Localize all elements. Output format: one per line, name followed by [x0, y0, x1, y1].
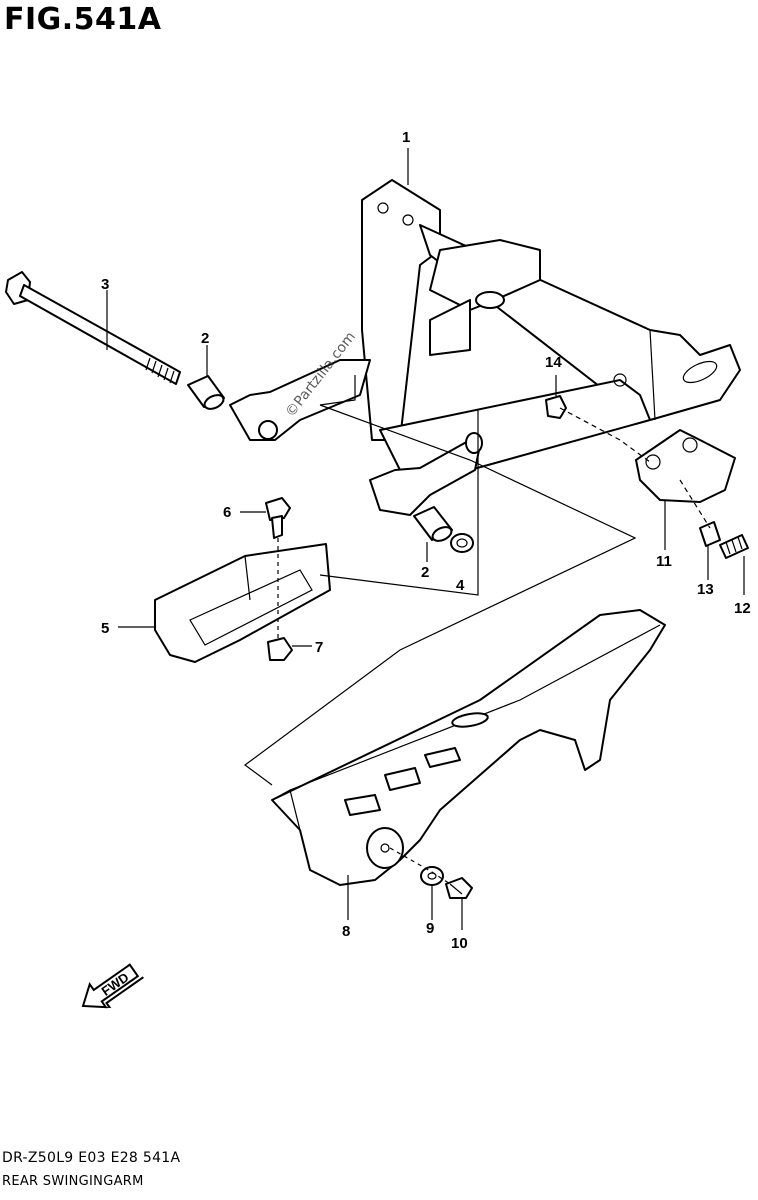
callout-6: 6	[223, 504, 231, 521]
leader-lines	[106, 148, 745, 930]
part-chain-buffer[interactable]	[154, 543, 331, 663]
callout-10: 10	[451, 935, 468, 952]
part-collar-13[interactable]	[699, 521, 721, 547]
part-bushing-lower[interactable]	[413, 506, 454, 544]
callout-3: 3	[101, 276, 109, 293]
callout-2-lower: 2	[421, 564, 429, 581]
callout-8: 8	[342, 923, 350, 940]
part-swingarm[interactable]	[229, 179, 741, 516]
callout-12: 12	[734, 600, 751, 617]
callout-1: 1	[402, 129, 410, 146]
figure-title: FIG.541A	[4, 2, 162, 37]
group-name: REAR SWINGINGARM	[2, 1174, 144, 1189]
callout-13: 13	[697, 581, 714, 598]
part-bolt-6[interactable]	[265, 497, 291, 539]
callout-7: 7	[315, 639, 323, 656]
part-chain-guide[interactable]	[635, 429, 736, 503]
model-code: DR-Z50L9 E03 E28 541A	[2, 1150, 181, 1166]
part-washer-9[interactable]	[420, 866, 444, 886]
callout-labels: 1 2 3 2 4 5 6 7 8 9 10 11 12 13 14	[101, 129, 751, 952]
callout-11: 11	[656, 553, 672, 570]
part-nut[interactable]	[450, 533, 474, 553]
part-nut-7[interactable]	[267, 637, 293, 661]
callout-14: 14	[545, 354, 562, 371]
part-bolt-10[interactable]	[445, 877, 473, 899]
callout-4: 4	[456, 577, 465, 594]
part-nut-14[interactable]	[545, 395, 567, 419]
part-bolt-12[interactable]	[719, 534, 749, 559]
callout-2-upper: 2	[201, 330, 209, 347]
part-bushing-upper[interactable]	[187, 375, 226, 412]
callout-5: 5	[101, 620, 109, 637]
fwd-arrow-icon: FWD	[81, 963, 144, 1009]
part-chain-case[interactable]	[271, 609, 666, 886]
part-pivot-bolt[interactable]	[5, 271, 181, 385]
callout-9: 9	[426, 920, 434, 937]
